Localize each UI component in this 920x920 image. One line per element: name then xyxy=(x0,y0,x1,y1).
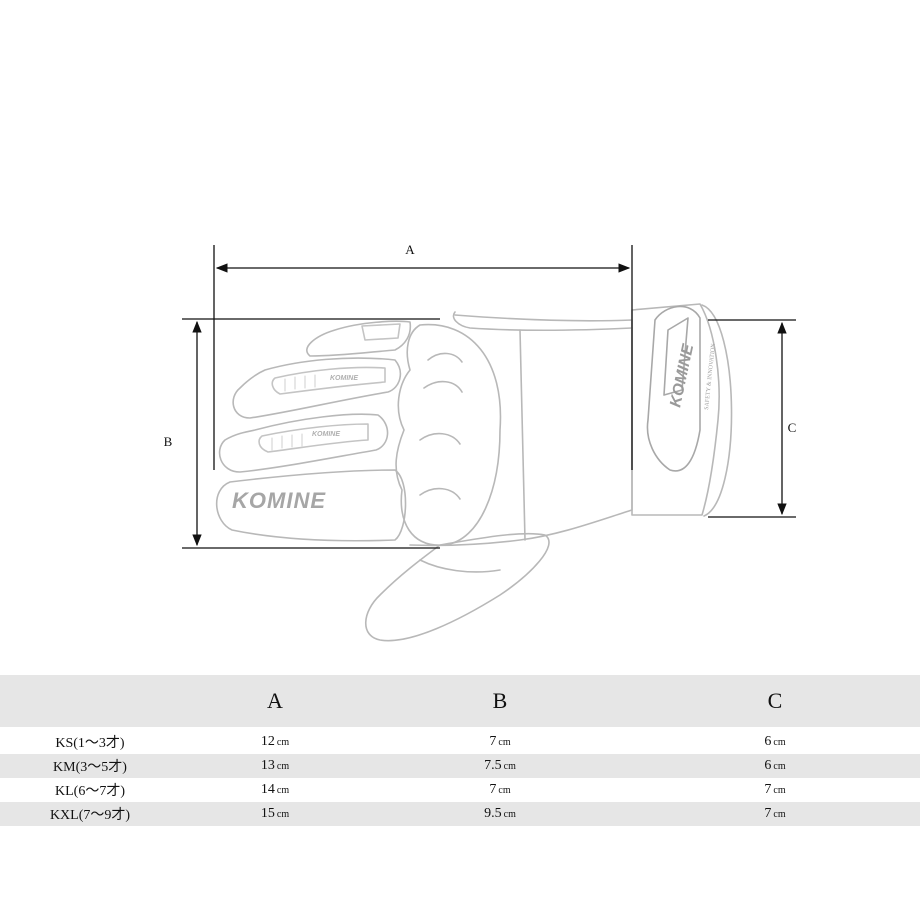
dimension-c-label: C xyxy=(788,420,797,435)
brand-logo-small-1: KOMINE xyxy=(330,375,358,382)
brand-logo-finger: KOMINE xyxy=(232,488,326,513)
value-b-number: 9.5 xyxy=(484,806,502,821)
header-a: A xyxy=(267,688,283,713)
unit: cm xyxy=(498,737,511,748)
size-name: KS(1〜3才) xyxy=(55,736,125,751)
size-name: KXL(7〜9才) xyxy=(49,808,131,823)
finger-2 xyxy=(232,357,402,419)
size-name: KL(6〜7才) xyxy=(55,784,125,799)
unit: cm xyxy=(276,761,290,772)
knuckle-guard xyxy=(395,323,502,546)
dimension-a-label: A xyxy=(405,242,415,257)
glove-drawing xyxy=(215,303,733,642)
unit: cm xyxy=(276,785,290,796)
unit: cm xyxy=(773,737,786,748)
finger-1 xyxy=(306,320,412,357)
value-a-number: 13 xyxy=(260,758,275,773)
value-c-number: 7 xyxy=(764,782,772,797)
dimension-c xyxy=(708,319,796,518)
unit: cm xyxy=(773,761,786,772)
header-c: C xyxy=(767,688,783,713)
glove-size-diagram: KOMINE KOMINE KOMINE KOMINE SAFETY & INN… xyxy=(164,242,797,642)
value-a-number: 15 xyxy=(260,806,275,821)
value-b-number: 7.5 xyxy=(484,758,502,773)
cuff-tab xyxy=(646,305,701,472)
unit: cm xyxy=(503,809,516,820)
value-c-number: 6 xyxy=(764,734,772,749)
value-b-number: 7 xyxy=(489,734,497,749)
value-a-number: 12 xyxy=(260,734,275,749)
unit: cm xyxy=(276,809,290,820)
value-a-number: 14 xyxy=(260,782,275,797)
finger-3 xyxy=(218,413,389,473)
cuff-tagline: SAFETY & INNOVATION xyxy=(704,343,717,411)
header-b: B xyxy=(492,688,508,713)
dimension-b xyxy=(182,318,440,549)
brand-logo-cuff: KOMINE xyxy=(667,341,697,408)
value-c-number: 6 xyxy=(764,758,772,773)
dimension-a xyxy=(213,245,633,470)
unit: cm xyxy=(276,737,290,748)
unit: cm xyxy=(498,785,511,796)
unit: cm xyxy=(773,785,786,796)
size-name: KM(3〜5才) xyxy=(53,760,127,775)
brand-logo-small-2: KOMINE xyxy=(312,431,340,438)
table-header-row: A B C xyxy=(0,675,920,727)
cuff xyxy=(631,303,720,516)
dimension-b-label: B xyxy=(164,434,173,449)
header-size xyxy=(0,675,180,727)
unit: cm xyxy=(503,761,516,772)
value-b-number: 7 xyxy=(489,782,497,797)
unit: cm xyxy=(773,809,786,820)
finger-4 xyxy=(215,469,407,542)
value-c-number: 7 xyxy=(764,806,772,821)
